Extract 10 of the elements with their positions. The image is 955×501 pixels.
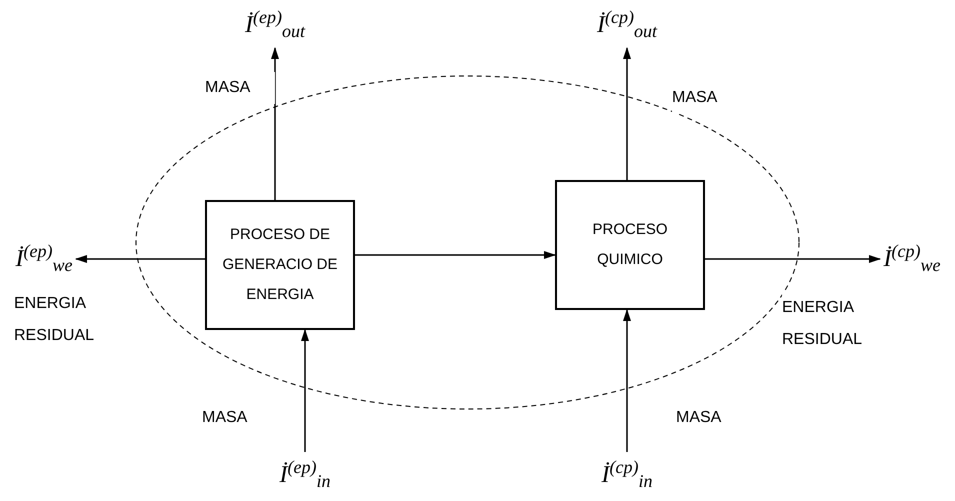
process-box: PROCESO DE GENERACIO DE ENERGIA (205, 200, 355, 330)
arrow (705, 255, 881, 263)
arrow (623, 47, 631, 180)
flow-label: MASA (205, 72, 275, 104)
arrow (301, 329, 309, 452)
arrow (271, 47, 279, 200)
arrow (75, 255, 205, 263)
arrow (623, 309, 631, 452)
process-box: PROCESO QUIMICO (555, 180, 705, 310)
arrow (355, 251, 556, 259)
